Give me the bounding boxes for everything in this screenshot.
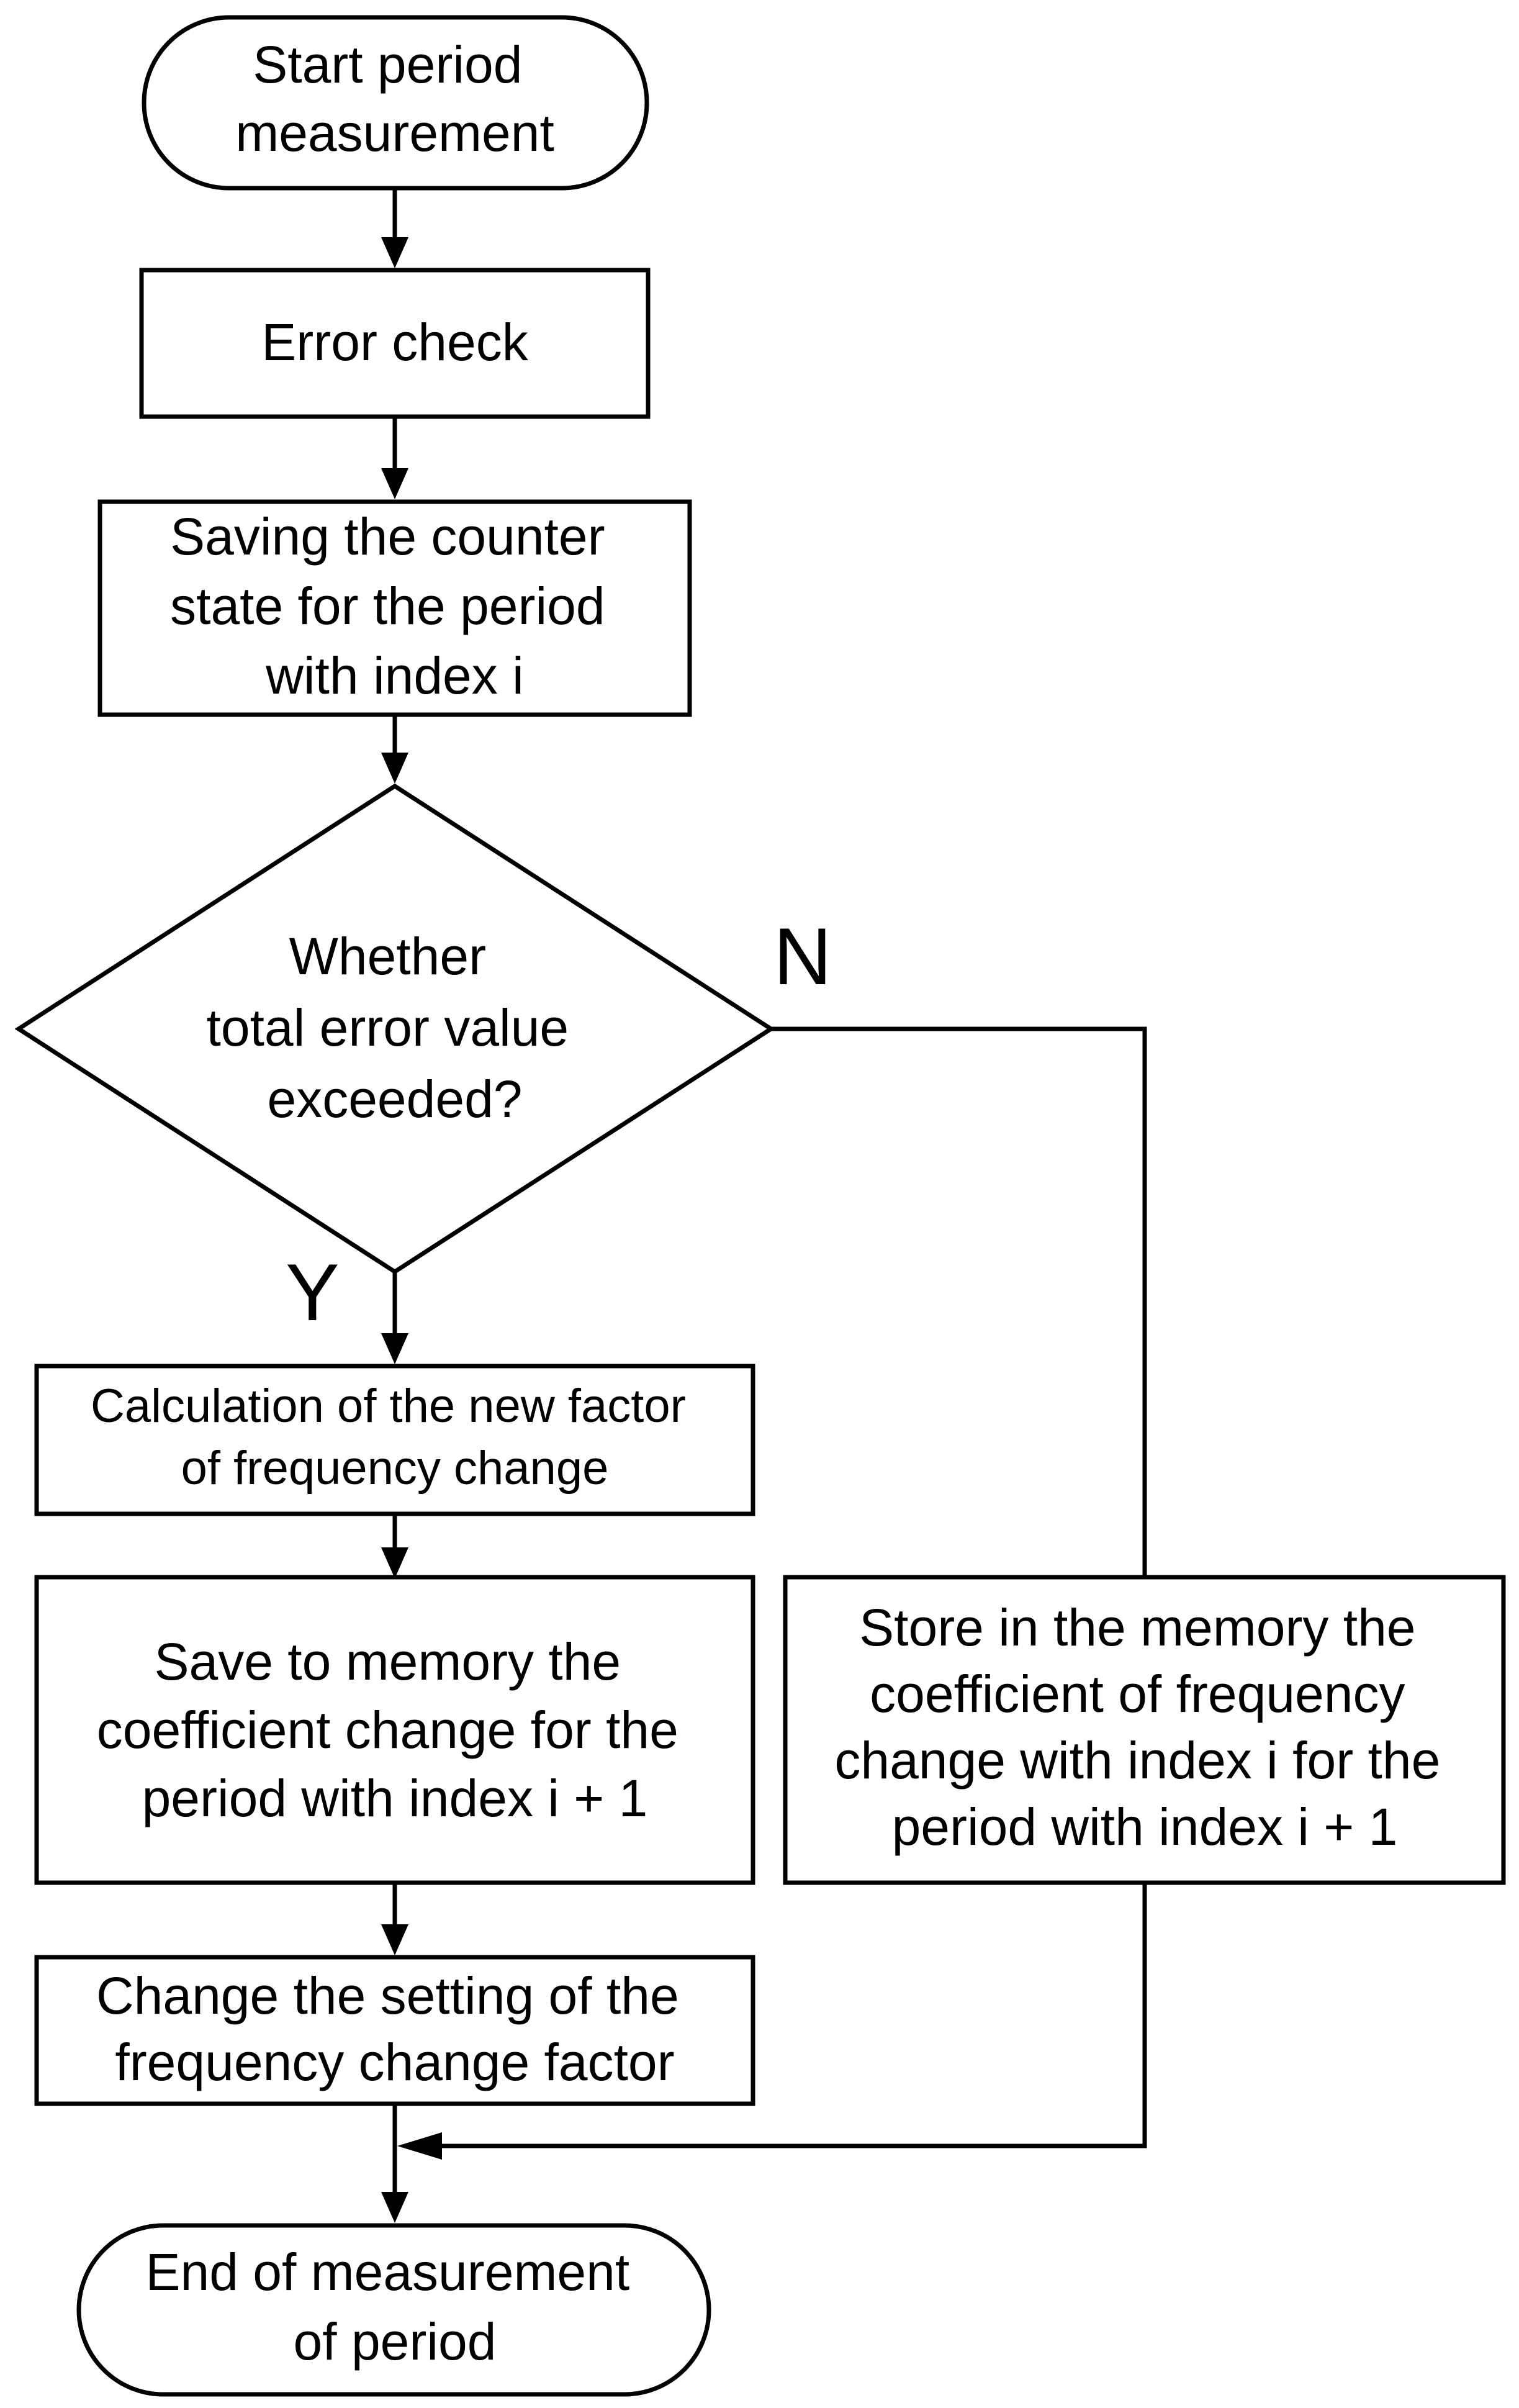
arrowhead-merge [397,2132,442,2160]
store-memory-box [783,1575,1506,1885]
change-setting-box [34,1955,755,2106]
arrowhead-change-setting [381,1924,408,1955]
svg-text:Start period measurement: Start period measurement [235,35,554,162]
connectors [381,189,1147,2223]
arrowhead-error-check [381,237,408,268]
connector-no-branch [771,1026,1147,1577]
svg-text:Change the setting of the: Change the setting of the frequency chan… [96,1967,693,2091]
arrowhead-end [381,2192,408,2223]
error-check-box [139,268,651,419]
arrowhead-calculation [381,1333,408,1364]
end-line-1: End of measurement [145,2243,629,2301]
start-line-2: measurement [235,104,554,162]
store-memory-line-2: coefficient of frequency [870,1665,1405,1723]
decision-line-2: total error value [207,998,569,1057]
change-setting-line-1: Change the setting of the [96,1967,679,2025]
branch-no-label: N [773,911,832,1002]
start-terminal-shape [142,15,649,191]
svg-text:Save to memory the coeff: Save to memory the coefficient change fo… [97,1632,693,1827]
svg-text:Saving the counter state: Saving the counter state for the period … [170,507,620,705]
saving-counter-box [97,499,692,717]
svg-text:Store in the memory the: Store in the memory the coefficient of f… [834,1598,1454,1856]
save-memory-process: Save to memory the coefficient change fo… [34,1575,755,1885]
change-setting-process: Change the setting of the frequency chan… [34,1955,755,2106]
saving-counter-process: Saving the counter state for the period … [97,499,692,717]
saving-counter-line-2: state for the period [170,577,605,635]
svg-text:End of measurement of pe: End of measurement of period [145,2243,644,2371]
arrowhead-decision [381,753,408,784]
calculation-process: Calculation of the new factor of frequen… [34,1364,755,1516]
error-check-process: Error check [139,268,651,419]
error-check-label: Error check [261,313,528,371]
start-terminal: Start period measurement [142,15,649,191]
save-memory-line-3: period with index i + 1 [142,1769,648,1827]
store-memory-line-3: change with index i for the [834,1731,1440,1790]
save-memory-line-2: coefficient change for the [97,1701,678,1759]
end-terminal: End of measurement of period [76,2223,711,2397]
calculation-line-1: Calculation of the new factor [91,1380,686,1433]
saving-counter-line-3: with index i [265,646,524,705]
store-memory-process: Store in the memory the coefficient of f… [783,1575,1506,1885]
save-memory-box [34,1575,755,1885]
arrowhead-saving [381,468,408,499]
branch-yes-label: Y [286,1247,340,1338]
decision-node: Whether total error value exceeded? [14,783,775,1275]
decision-diamond [14,783,775,1275]
store-memory-line-4: period with index i + 1 [892,1798,1398,1856]
change-setting-line-2: frequency change factor [115,2033,674,2091]
decision-line-1: Whether [289,927,486,985]
connector-store-to-merge [442,1883,1147,2148]
arrowhead-save-memory [381,1547,408,1578]
svg-text:Error check: Error check [261,313,528,371]
save-memory-line-1: Save to memory the [155,1632,621,1691]
decision-line-3: exceeded? [267,1070,522,1128]
calculation-box [34,1364,755,1516]
svg-text:Calculation of the new factor: Calculation of the new factor of frequen… [91,1380,699,1495]
start-line-1: Start period [253,35,522,94]
store-memory-line-1: Store in the memory the [859,1598,1415,1657]
svg-text:Whether total error valu: Whether total error value exceeded? [207,927,584,1128]
saving-counter-line-1: Saving the counter [170,507,605,566]
end-line-2: of period [294,2312,497,2371]
end-terminal-shape [76,2223,711,2397]
calculation-line-2: of frequency change [181,1442,609,1495]
